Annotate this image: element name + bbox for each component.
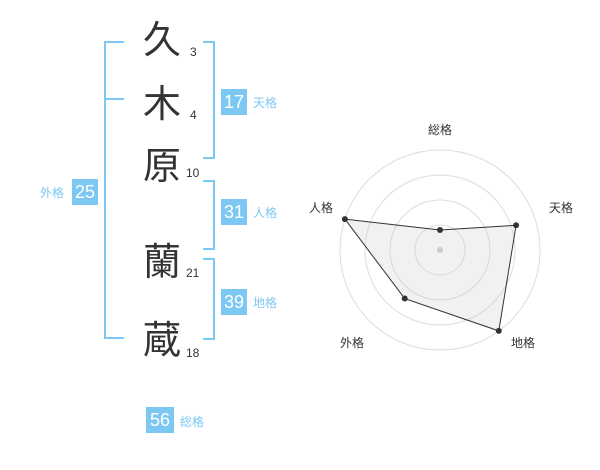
stroke-count-2: 4 bbox=[190, 108, 197, 122]
chikaku-label: 地格 bbox=[253, 296, 278, 310]
stroke-count-5: 18 bbox=[186, 346, 200, 360]
jinkaku-bracket-vertical bbox=[213, 180, 215, 250]
radar-label-soukaku: 総格 bbox=[428, 123, 453, 137]
name-char-4: 蘭 bbox=[142, 240, 181, 284]
name-char-2: 木 bbox=[142, 82, 181, 126]
tenkaku-value-badge: 17 bbox=[221, 89, 247, 115]
radar-point-1 bbox=[437, 227, 443, 233]
chikaku-value-badge: 39 bbox=[221, 289, 247, 315]
gaikaku-bracket-top bbox=[104, 41, 124, 43]
radar-label-tenkaku: 天格 bbox=[549, 201, 574, 215]
radar-polygon bbox=[343, 218, 517, 332]
soukaku-label: 総格 bbox=[180, 415, 205, 429]
name-char-1: 久 bbox=[142, 18, 181, 62]
radar-point-5 bbox=[341, 216, 348, 223]
jinkaku-value-badge: 31 bbox=[221, 199, 247, 225]
stroke-count-4: 21 bbox=[186, 266, 200, 280]
gaikaku-bracket-inner bbox=[104, 98, 124, 100]
tenkaku-label: 天格 bbox=[253, 96, 278, 110]
radar-point-2 bbox=[513, 222, 520, 229]
radar-label-chikaku: 地格 bbox=[511, 336, 536, 350]
radar-label-jinkaku: 人格 bbox=[309, 201, 334, 215]
tenkaku-bracket-top bbox=[203, 41, 215, 43]
soukaku-value-badge: 56 bbox=[146, 407, 174, 433]
jinkaku-bracket-top bbox=[203, 180, 215, 182]
tenkaku-bracket-vertical bbox=[213, 41, 215, 159]
chikaku-bracket-bottom bbox=[203, 338, 215, 340]
gaikaku-value-badge: 25 bbox=[72, 179, 98, 205]
name-char-5: 蔵 bbox=[142, 318, 181, 362]
stroke-count-1: 3 bbox=[190, 45, 197, 59]
gaikaku-bracket-vertical bbox=[104, 41, 106, 339]
name-char-3: 原 bbox=[142, 144, 181, 188]
radar-ring bbox=[389, 199, 491, 301]
radar-ring bbox=[414, 224, 466, 276]
chikaku-bracket-top bbox=[203, 258, 215, 260]
gaikaku-label: 外格 bbox=[40, 186, 65, 200]
radar-point-3 bbox=[495, 327, 502, 334]
tenkaku-bracket-bottom bbox=[203, 157, 215, 159]
radar-center-dot bbox=[437, 247, 443, 253]
chikaku-bracket-vertical bbox=[213, 258, 215, 340]
gaikaku-bracket-bottom bbox=[104, 337, 124, 339]
radar-ring bbox=[364, 174, 516, 326]
radar-label-gaikaku: 外格 bbox=[340, 336, 365, 350]
jinkaku-label: 人格 bbox=[253, 206, 278, 220]
radar-point-4 bbox=[401, 295, 408, 302]
jinkaku-bracket-bottom bbox=[203, 248, 215, 250]
stroke-count-3: 10 bbox=[186, 166, 200, 180]
